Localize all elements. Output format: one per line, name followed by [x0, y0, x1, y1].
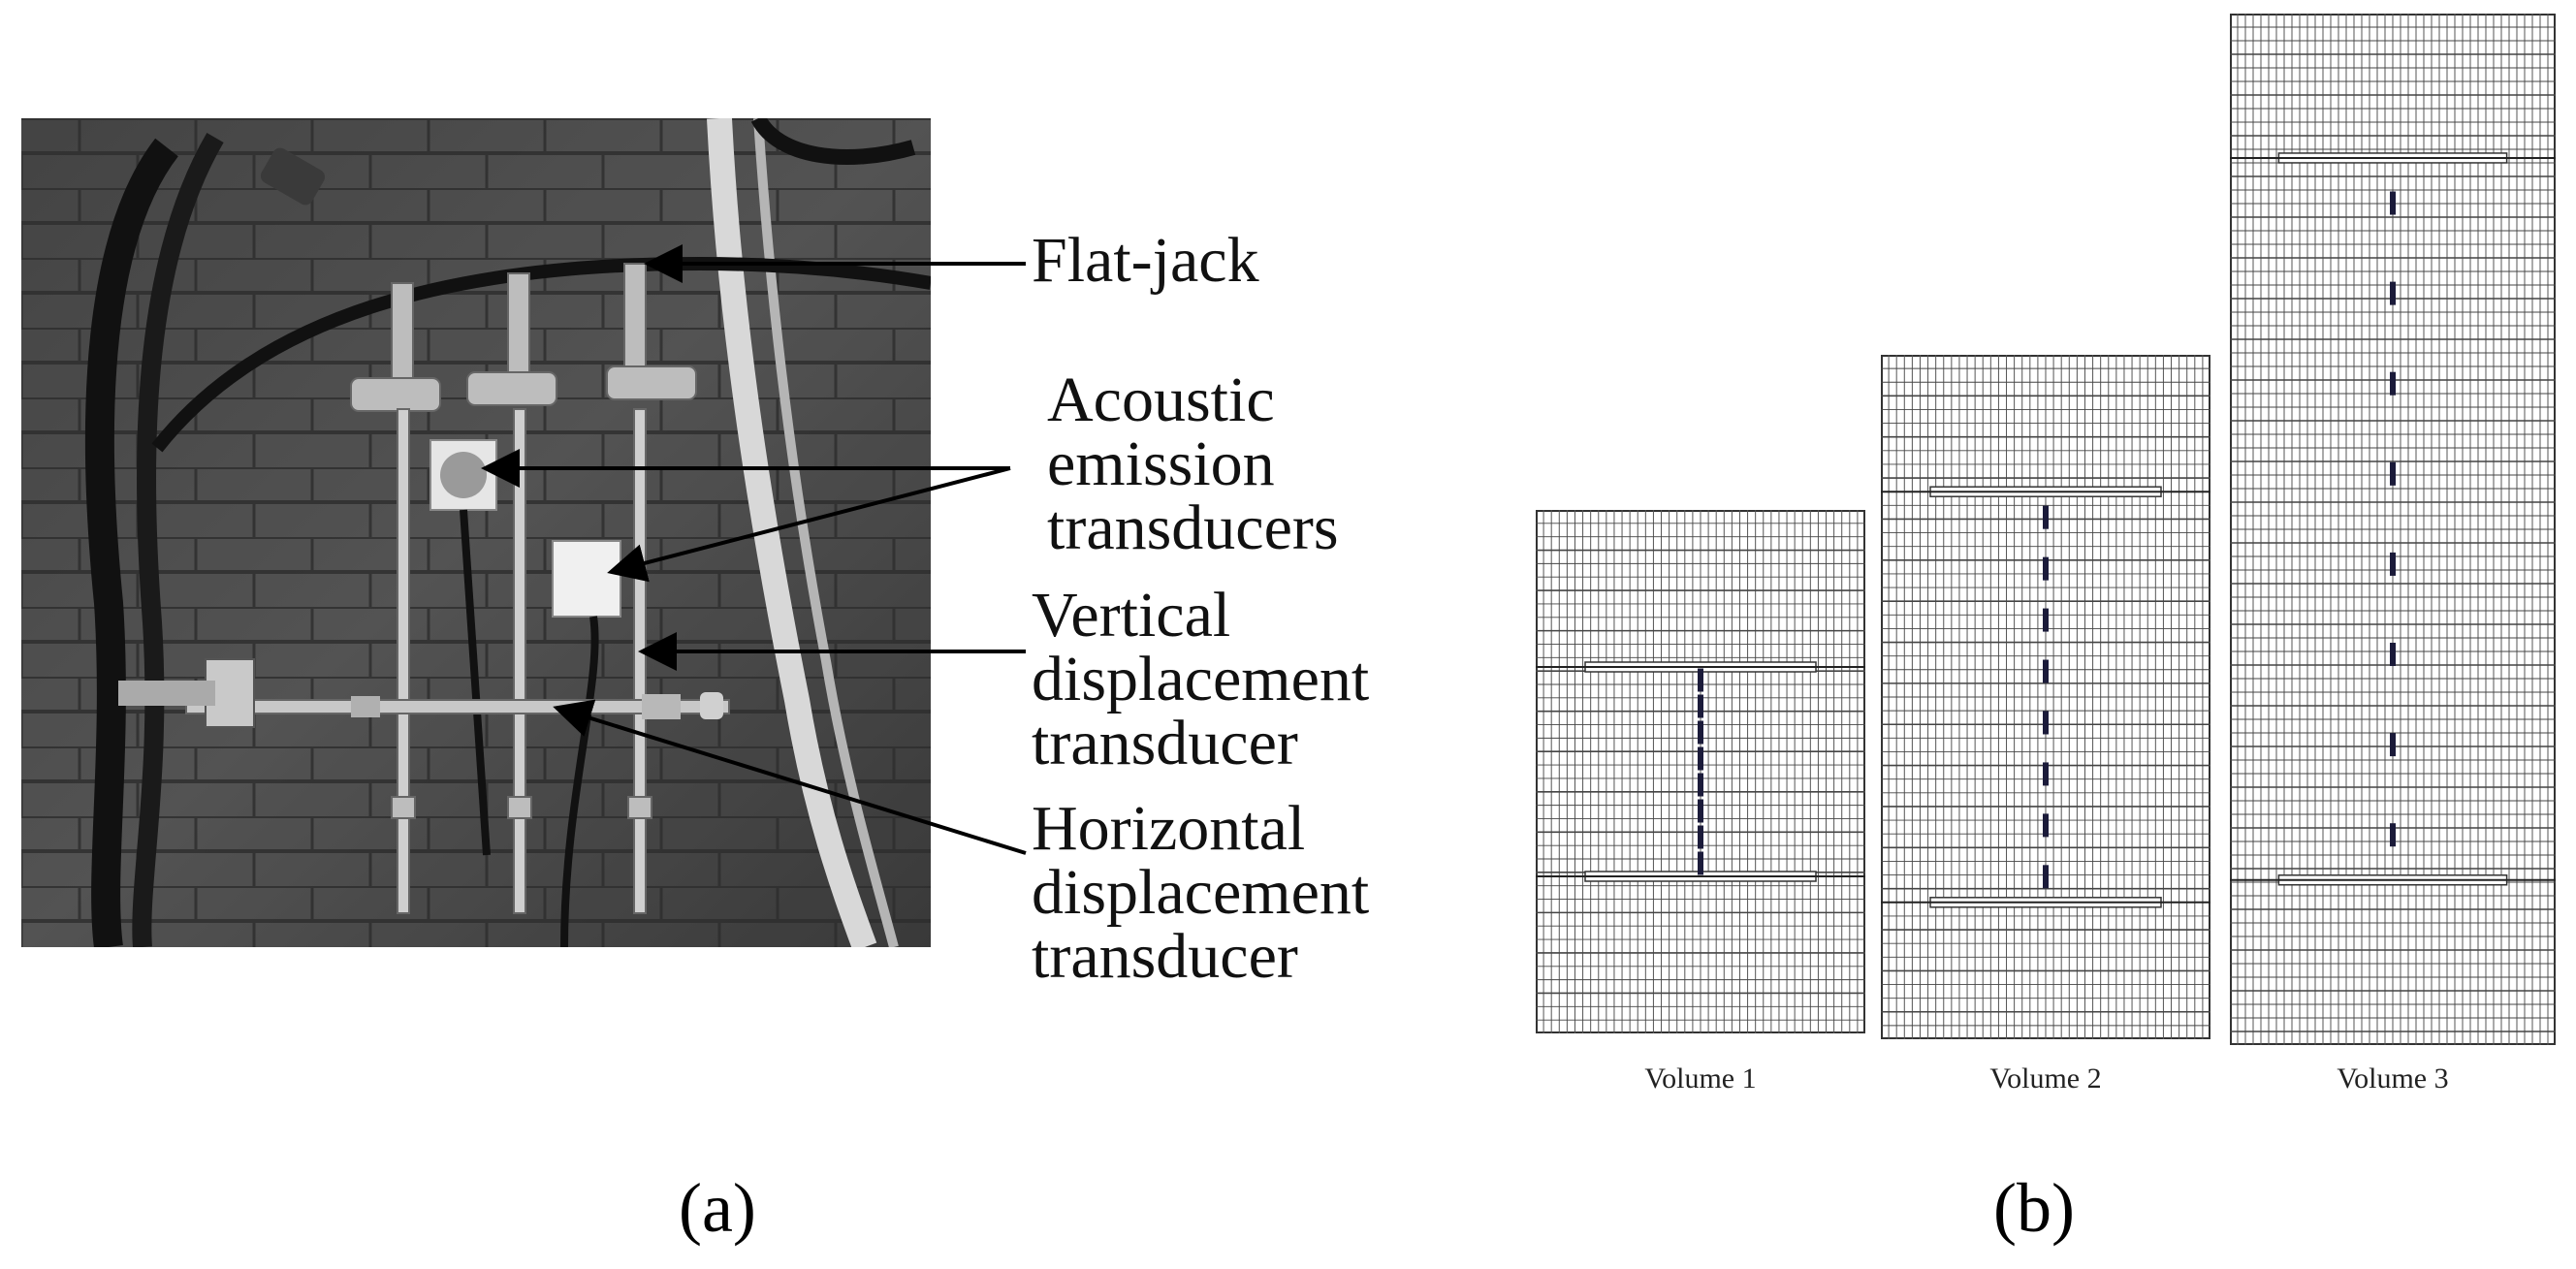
panel-label-a: (a) [679, 1169, 756, 1247]
label-vertical-line1: Vertical [1032, 580, 1231, 650]
label-flat-jack: Flat-jack [1032, 225, 1259, 296]
label-vertical-line2: displacement [1032, 644, 1370, 714]
panel-label-b: (b) [1993, 1169, 2075, 1247]
light-hose [707, 118, 877, 947]
label-acoustic-line3: transducers [1047, 492, 1339, 563]
mesh-model-volume-1 [1536, 510, 1865, 1033]
test-setup-photo [21, 118, 931, 947]
label-horizontal-line3: transducer [1032, 921, 1298, 992]
vertical-transducer-rods [350, 263, 697, 914]
label-acoustic-line1: Acoustic [1047, 365, 1275, 435]
label-acoustic-line2: emission [1047, 428, 1275, 499]
acoustic-sensor-2 [552, 540, 621, 618]
mesh-model-volume-2 [1881, 355, 2210, 1039]
label-horizontal-line1: Horizontal [1032, 793, 1306, 864]
label-horizontal-line2: displacement [1032, 857, 1370, 928]
black-hose-left [84, 138, 178, 947]
volume-2-label: Volume 2 [1989, 1063, 2102, 1095]
volume-3-label: Volume 3 [2337, 1063, 2449, 1095]
flat-jack-hose [151, 256, 931, 453]
mesh-model-volume-3 [2230, 14, 2556, 1045]
label-vertical-line3: transducer [1032, 708, 1298, 778]
volume-1-label: Volume 1 [1644, 1063, 1757, 1095]
